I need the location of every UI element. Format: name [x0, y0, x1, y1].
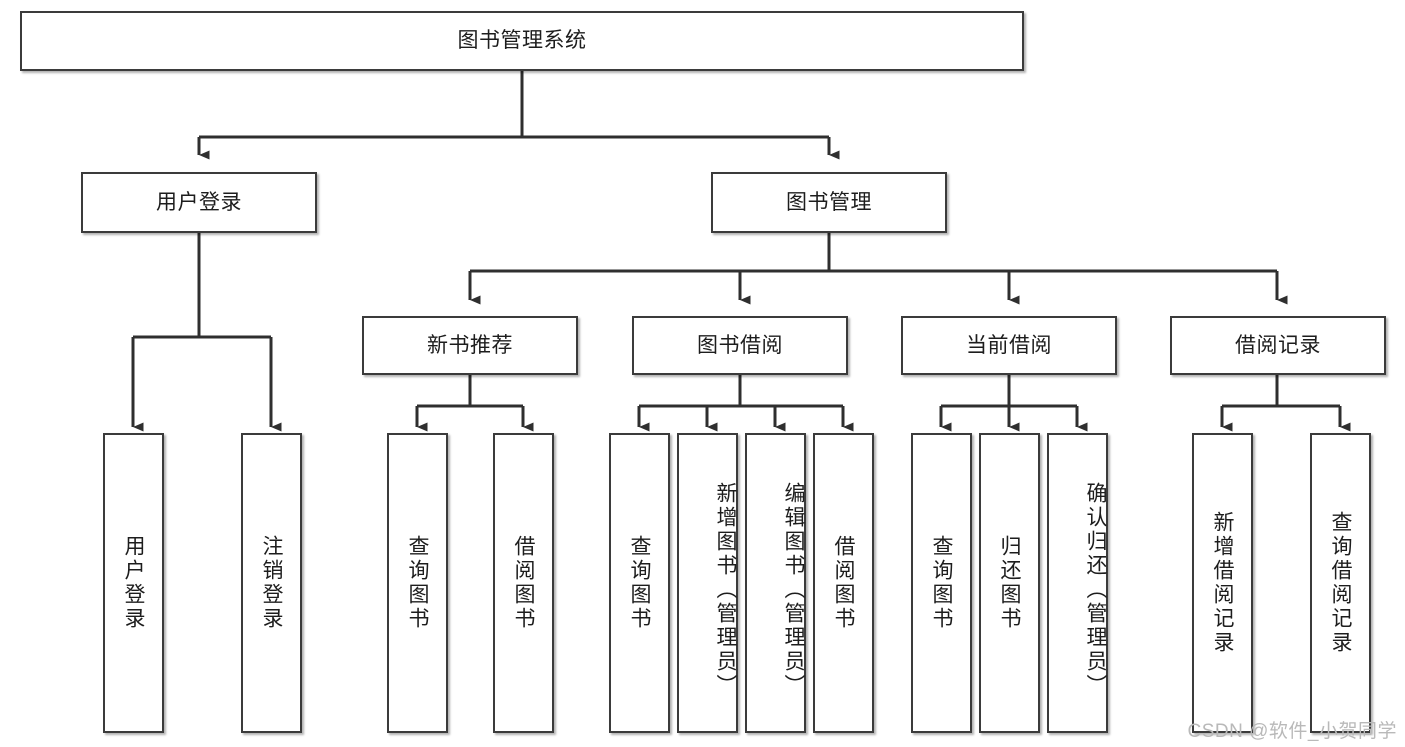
node-leaf-query-book-2[interactable]: 查询图书: [609, 433, 670, 733]
node-label: 查询借阅记录: [1329, 511, 1352, 655]
node-label: 编辑图书（管理员）: [782, 482, 805, 698]
node-book-management[interactable]: 图书管理: [711, 172, 947, 233]
node-label: 借阅图书: [512, 535, 535, 631]
node-book-management-system[interactable]: 图书管理系统: [20, 11, 1024, 71]
node-current-borrow[interactable]: 当前借阅: [901, 316, 1117, 375]
node-label: 借阅记录: [1235, 333, 1321, 357]
node-leaf-confirm-return-admin[interactable]: 确认归还（管理员）: [1047, 433, 1108, 733]
node-leaf-query-book-1[interactable]: 查询图书: [387, 433, 448, 733]
node-label: 图书管理系统: [457, 29, 587, 53]
node-book-borrow[interactable]: 图书借阅: [632, 316, 848, 375]
connectors-root: [131, 71, 1351, 432]
node-leaf-return-book[interactable]: 归还图书: [979, 433, 1040, 733]
node-new-book-recommend[interactable]: 新书推荐: [362, 316, 578, 375]
node-user-login[interactable]: 用户登录: [81, 172, 317, 233]
node-leaf-logout-login[interactable]: 注销登录: [241, 433, 302, 733]
node-leaf-query-borrow-record[interactable]: 查询借阅记录: [1310, 433, 1371, 733]
node-leaf-borrow-book-1[interactable]: 借阅图书: [493, 433, 554, 733]
node-leaf-add-borrow-record[interactable]: 新增借阅记录: [1192, 433, 1253, 733]
node-label: 图书借阅: [697, 333, 783, 357]
node-label: 确认归还（管理员）: [1084, 482, 1107, 698]
node-label: 查询图书: [406, 535, 429, 631]
node-label: 借阅图书: [832, 535, 855, 631]
node-leaf-edit-book-admin[interactable]: 编辑图书（管理员）: [745, 433, 806, 733]
node-leaf-add-book-admin[interactable]: 新增图书（管理员）: [677, 433, 738, 733]
node-label: 查询图书: [628, 535, 651, 631]
node-label: 新书推荐: [427, 333, 513, 357]
node-label: 当前借阅: [966, 333, 1052, 357]
node-label: 用户登录: [122, 535, 145, 631]
node-leaf-borrow-book-2[interactable]: 借阅图书: [813, 433, 874, 733]
node-label: 新增图书（管理员）: [714, 482, 737, 698]
node-label: 归还图书: [998, 535, 1021, 631]
csdn-watermark: CSDN @软件_小贺同学: [1187, 721, 1397, 742]
node-leaf-user-login[interactable]: 用户登录: [103, 433, 164, 733]
node-label: 查询图书: [930, 535, 953, 631]
node-label: 用户登录: [156, 190, 242, 214]
node-label: 图书管理: [786, 190, 872, 214]
node-borrow-record[interactable]: 借阅记录: [1170, 316, 1386, 375]
node-label: 新增借阅记录: [1211, 511, 1234, 655]
node-leaf-query-book-3[interactable]: 查询图书: [911, 433, 972, 733]
node-label: 注销登录: [260, 535, 283, 631]
